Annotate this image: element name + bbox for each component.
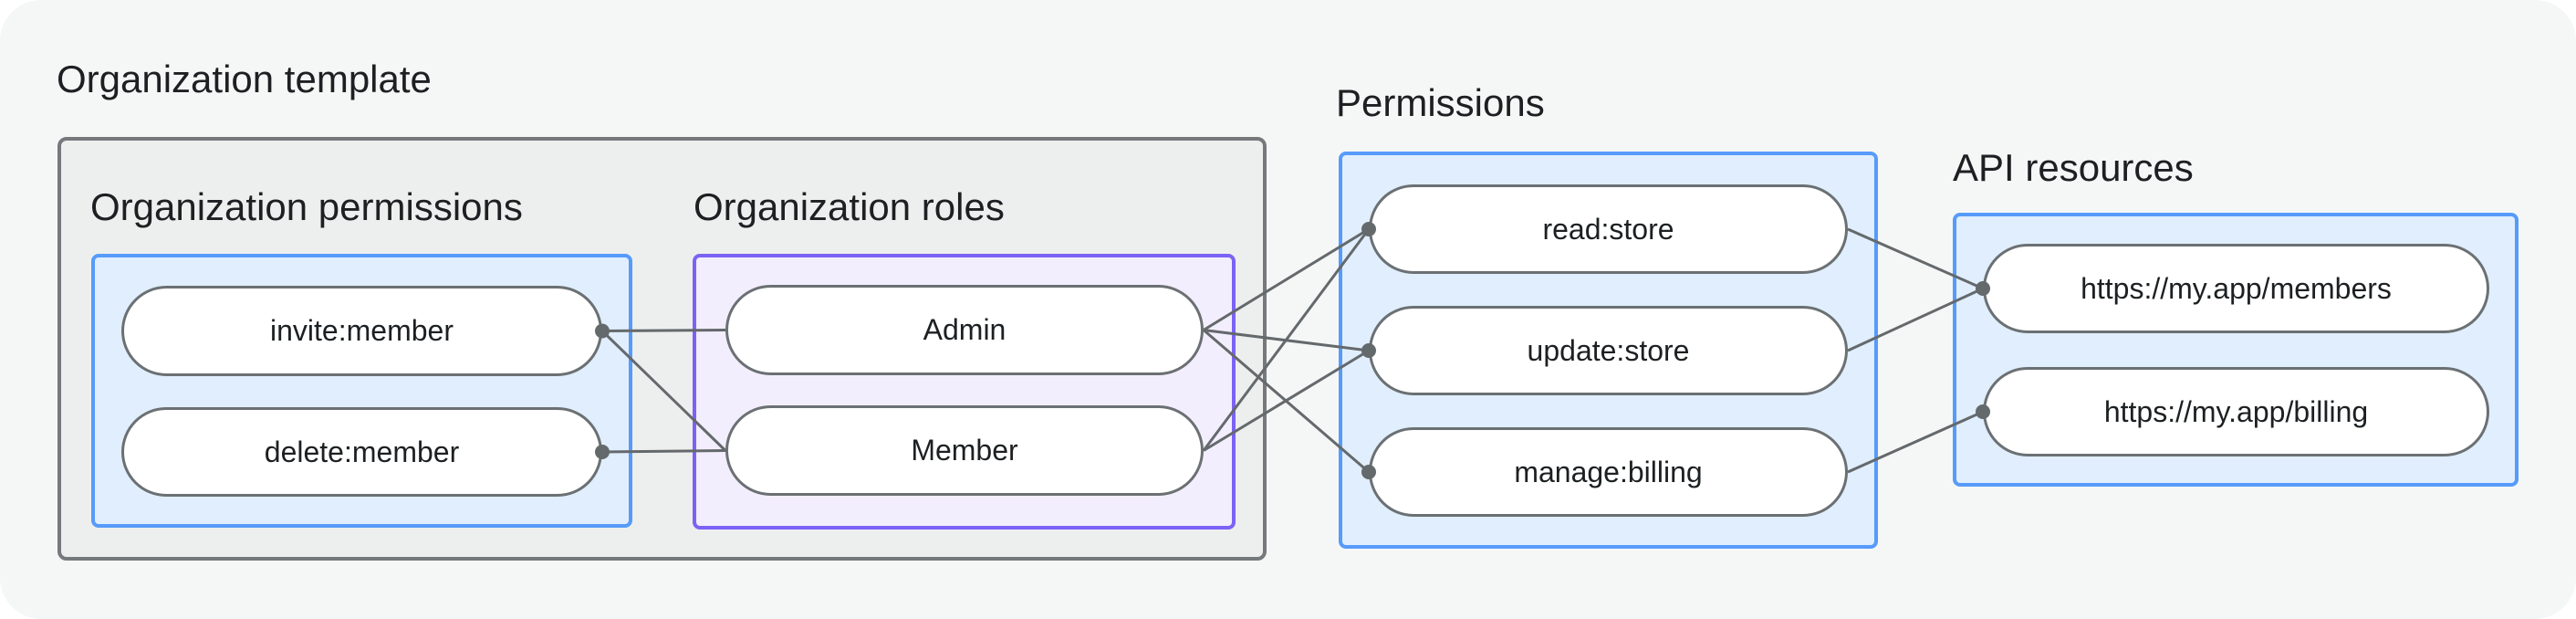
diagram-title: Organization template bbox=[57, 58, 432, 100]
node-invite-member: invite:member bbox=[121, 286, 602, 376]
node-read-store: read:store bbox=[1369, 184, 1848, 274]
node-admin: Admin bbox=[725, 285, 1204, 375]
node-api-members: https://my.app/members bbox=[1983, 244, 2489, 333]
node-api-billing: https://my.app/billing bbox=[1983, 367, 2489, 456]
permissions-label: Permissions bbox=[1336, 81, 1545, 124]
node-update-store: update:store bbox=[1369, 306, 1848, 395]
api-resources-label: API resources bbox=[1953, 146, 2194, 189]
node-delete-member: delete:member bbox=[121, 407, 602, 497]
node-member: Member bbox=[725, 405, 1204, 496]
organization-roles-label: Organization roles bbox=[694, 185, 1005, 228]
organization-permissions-label: Organization permissions bbox=[90, 185, 523, 228]
node-manage-billing: manage:billing bbox=[1369, 427, 1848, 517]
